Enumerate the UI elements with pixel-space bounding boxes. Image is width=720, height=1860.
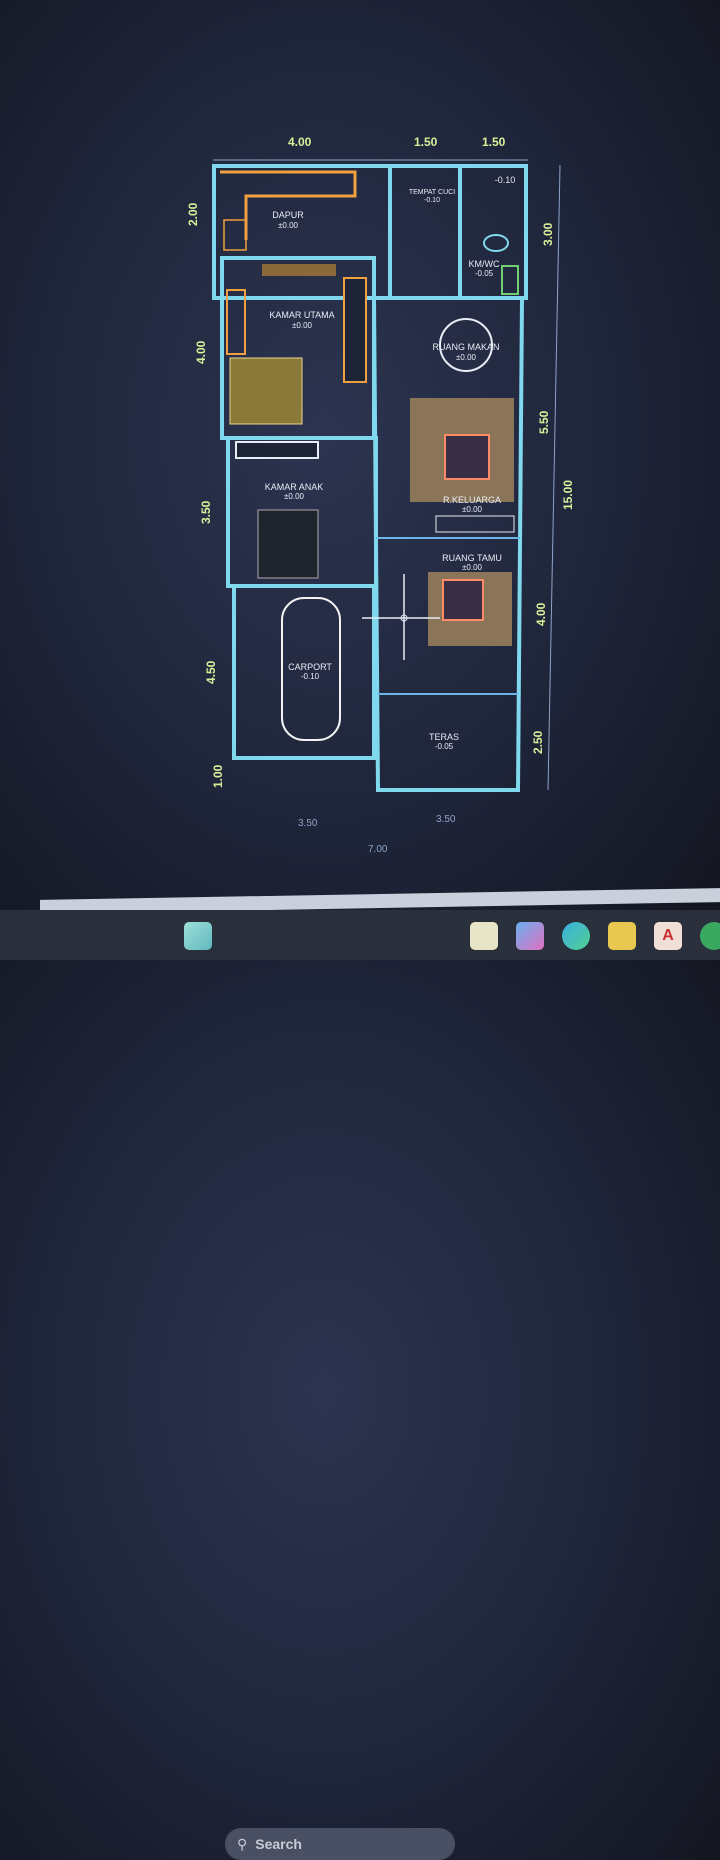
whatsapp-icon[interactable] <box>700 922 720 950</box>
file-explorer-icon[interactable] <box>608 922 636 950</box>
start-icon[interactable] <box>184 922 212 950</box>
room-level: -0.10 <box>301 672 320 681</box>
dim-line-right <box>547 164 561 791</box>
stove-icon <box>223 219 247 251</box>
edge-icon[interactable] <box>562 922 590 950</box>
bed-master-icon <box>229 357 303 425</box>
dim-right-4: 2.50 <box>531 730 545 754</box>
cabinet-icon <box>435 515 515 533</box>
car-icon <box>281 597 341 741</box>
task-view-icon[interactable] <box>470 922 498 950</box>
dim-left-4: 4.50 <box>204 660 218 684</box>
dining-table-icon <box>439 318 493 372</box>
dim-left-5: 1.00 <box>211 764 225 788</box>
room-label-kamar-anak: KAMAR ANAK <box>265 482 324 492</box>
desk-icon <box>226 289 246 355</box>
dim-bottom-2: 3.50 <box>436 814 456 825</box>
room-level: ±0.00 <box>462 563 483 572</box>
dim-left-3: 3.50 <box>199 500 213 524</box>
wardrobe-icon <box>262 264 336 276</box>
dim-overall-width: 7.00 <box>368 844 388 855</box>
dim-right-3: 4.00 <box>534 602 548 626</box>
table-living-icon <box>442 579 484 621</box>
room-label-tempat-cuci: TEMPAT CUCI <box>409 189 455 196</box>
closet-child-icon <box>235 441 319 459</box>
table-family-icon <box>444 434 490 480</box>
room-label-teras: TERAS <box>429 732 459 742</box>
toilet-icon <box>483 234 509 252</box>
shower-icon <box>501 265 519 295</box>
room-label-carport: CARPORT <box>288 662 332 672</box>
taskbar: ⚲ Search A <box>0 910 720 1860</box>
room-label-dapur: DAPUR <box>272 210 304 220</box>
dim-bottom-1: 3.50 <box>298 818 318 829</box>
kitchen-counter <box>220 170 357 240</box>
dim-right-2: 5.50 <box>537 410 551 434</box>
room-label-ruang-tamu: RUANG TAMU <box>442 553 502 563</box>
wall-right-wing <box>372 296 525 792</box>
room-level: ±0.00 <box>456 353 477 362</box>
dim-right-1: 3.00 <box>541 222 555 246</box>
search-icon: ⚲ <box>237 1835 248 1852</box>
closet-icon <box>343 277 367 383</box>
search-placeholder: Search <box>255 1836 302 1852</box>
autocad-icon[interactable]: A <box>654 922 682 950</box>
dim-overall-length: 15.00 <box>561 480 575 510</box>
dim-top-3: 1.50 <box>482 135 506 149</box>
dim-top-2: 1.50 <box>414 135 438 149</box>
level-wc-top: -0.10 <box>495 175 516 185</box>
room-level: ±0.00 <box>462 505 483 514</box>
cad-drawing-viewport[interactable]: 4.00 1.50 1.50 2.00 4.00 3.50 4.50 1.00 … <box>0 0 720 900</box>
search-box[interactable]: ⚲ Search <box>225 1828 455 1860</box>
room-label-ruang-makan: RUANG MAKAN <box>432 342 499 352</box>
room-label-km-wc: KM/WC <box>469 259 500 269</box>
floor-plan: 4.00 1.50 1.50 2.00 4.00 3.50 4.50 1.00 … <box>186 135 575 855</box>
room-label-kamar-utama: KAMAR UTAMA <box>269 310 334 320</box>
cursor-crosshair-icon <box>400 614 408 622</box>
dim-left-2: 4.00 <box>194 340 208 364</box>
room-level: -0.10 <box>424 197 440 204</box>
wall-back <box>212 164 528 300</box>
room-level: ±0.00 <box>284 492 305 501</box>
room-level: ±0.00 <box>278 221 299 230</box>
room-level: ±0.00 <box>292 321 313 330</box>
dim-left-1: 2.00 <box>186 202 200 226</box>
copilot-icon[interactable] <box>516 922 544 950</box>
room-level: -0.05 <box>475 269 494 278</box>
wall-carport <box>232 584 376 760</box>
dim-top-1: 4.00 <box>288 135 312 149</box>
bed-child-icon <box>257 509 319 579</box>
room-level: -0.05 <box>435 742 454 751</box>
room-label-r-keluarga: R.KELUARGA <box>443 495 501 505</box>
